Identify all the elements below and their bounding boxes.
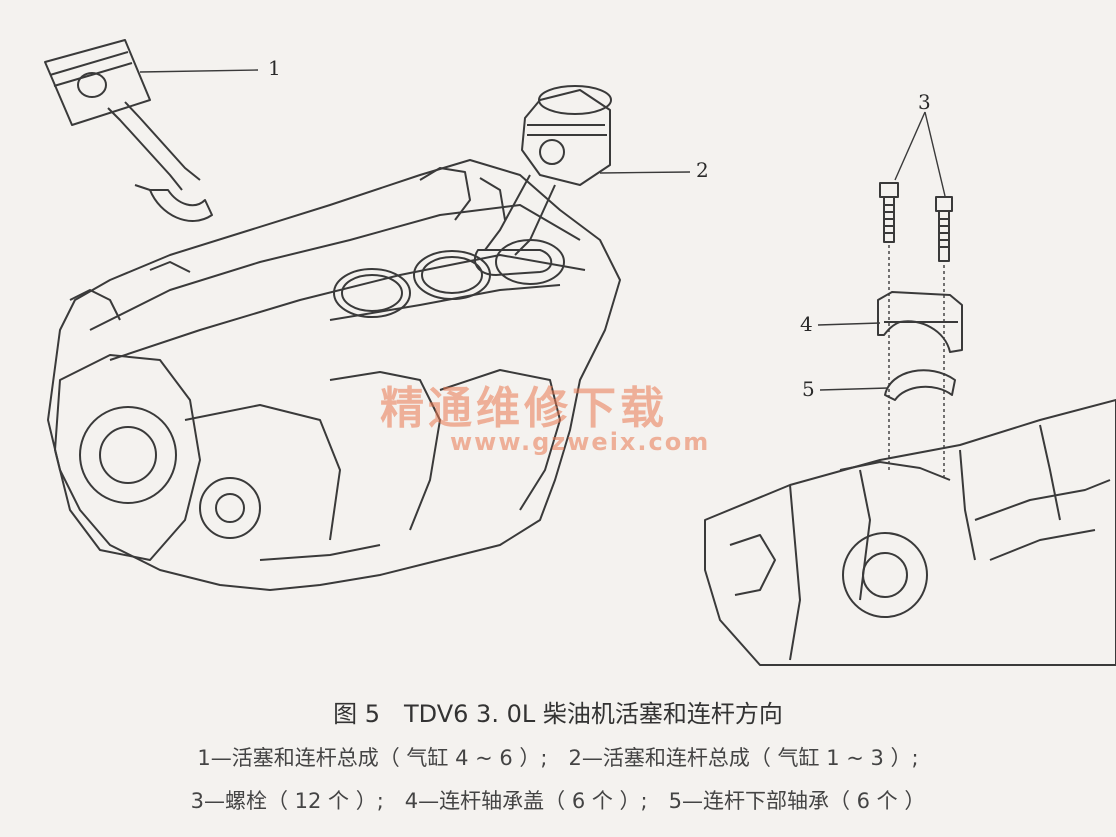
- callout-2: 2: [696, 158, 709, 182]
- callout-4: 4: [800, 312, 813, 336]
- alignment-lines: [888, 245, 945, 480]
- watermark-text: 精通维修下载: [380, 383, 668, 434]
- engine-diagram: [44, 39, 1116, 666]
- engine-block: [47, 159, 621, 591]
- lower-bearing: [884, 369, 956, 401]
- figure-caption-title: 图 5 TDV6 3. 0L 柴油机活塞和连杆方向: [333, 700, 783, 728]
- watermark-url: www.gzweix.com: [450, 428, 711, 456]
- engine-block-partial: [704, 399, 1116, 666]
- callout-3: 3: [918, 90, 931, 114]
- bolt-pair: [879, 182, 953, 262]
- callout-5: 5: [802, 377, 815, 401]
- leader-lines: [139, 69, 946, 391]
- piston-rod-1: [44, 39, 213, 222]
- bearing-cap: [877, 291, 963, 353]
- figure-legend-line-1: 1—活塞和连杆总成（ 气缸 4 ~ 6 ）; 2—活塞和连杆总成（ 气缸 1 ~…: [197, 746, 919, 770]
- figure-legend-line-2: 3—螺栓（ 12 个 ）; 4—连杆轴承盖（ 6 个 ）; 5—连杆下部轴承（ …: [190, 789, 926, 813]
- piston-rod-2: [473, 85, 612, 276]
- callout-1: 1: [268, 56, 281, 80]
